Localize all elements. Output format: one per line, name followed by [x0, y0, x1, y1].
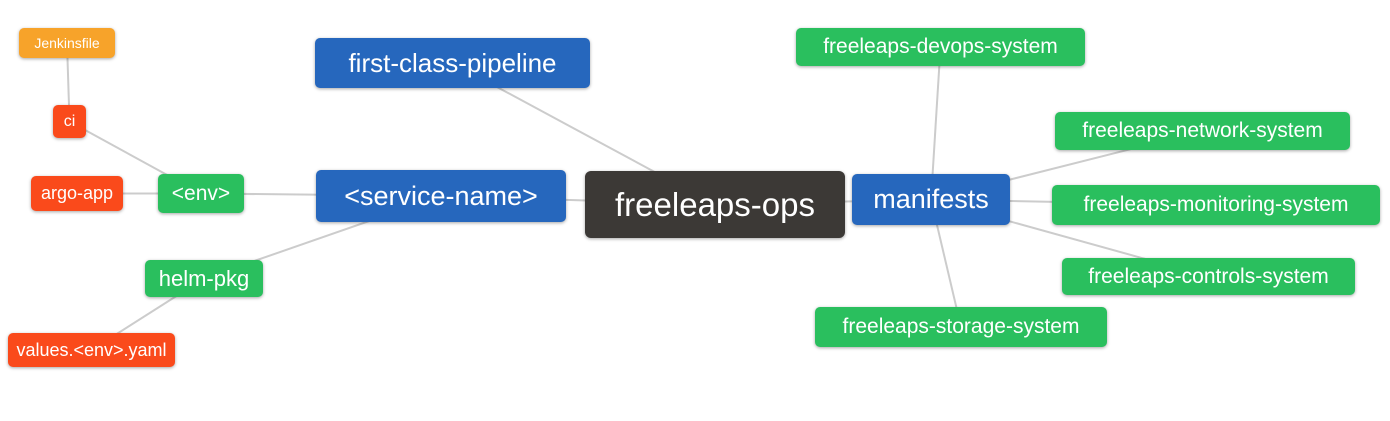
node-freeleaps-monitoring-system[interactable]: freeleaps-monitoring-system [1052, 185, 1380, 225]
node-freeleaps-storage-system[interactable]: freeleaps-storage-system [815, 307, 1107, 347]
node-freeleaps-network-system[interactable]: freeleaps-network-system [1055, 112, 1350, 150]
node-argo-app[interactable]: argo-app [31, 176, 123, 211]
node-env[interactable]: <env> [158, 174, 244, 213]
node-freeleaps-ops[interactable]: freeleaps-ops [585, 171, 845, 238]
node-helm-pkg[interactable]: helm-pkg [145, 260, 263, 297]
node-ci[interactable]: ci [53, 105, 86, 138]
node-jenkinsfile[interactable]: Jenkinsfile [19, 28, 115, 58]
node-service-name[interactable]: <service-name> [316, 170, 566, 222]
node-freeleaps-devops-system[interactable]: freeleaps-devops-system [796, 28, 1085, 66]
node-values-env-yaml[interactable]: values.<env>.yaml [8, 333, 175, 367]
node-first-class-pipeline[interactable]: first-class-pipeline [315, 38, 590, 88]
node-manifests[interactable]: manifests [852, 174, 1010, 225]
node-freeleaps-controls-system[interactable]: freeleaps-controls-system [1062, 258, 1355, 295]
